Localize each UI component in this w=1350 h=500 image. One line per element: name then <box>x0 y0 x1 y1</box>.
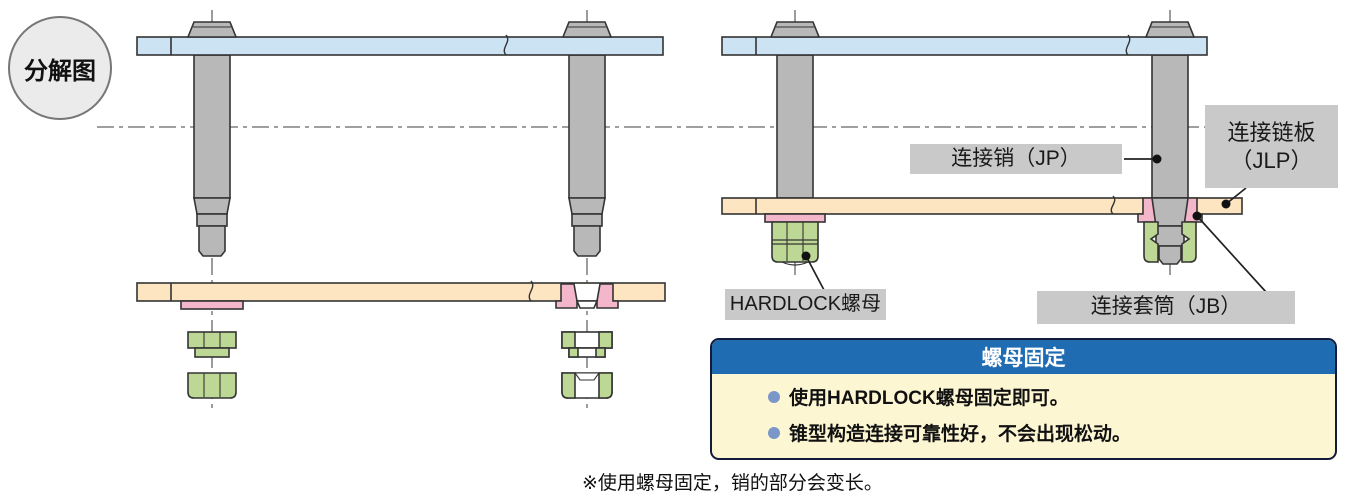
connecting-pin-label-text: 连接销（JP） <box>951 146 1081 170</box>
info-bullet-row: 锥型构造连接可靠性好，不会出现松动。 <box>768 419 1321 446</box>
pin-shaft <box>193 54 231 199</box>
leader-line-jb <box>1196 215 1267 293</box>
connecting-bushing-label: 连接套筒（JB） <box>1037 291 1295 324</box>
exploded-view-badge-label: 分解图 <box>24 57 96 85</box>
leader-dot-jb <box>1192 211 1202 221</box>
hardlock-convex-nut-section <box>561 331 613 358</box>
leader-line-hardlock <box>805 255 825 291</box>
top-link-plate <box>721 34 1208 56</box>
info-box-header: 螺母固定 <box>712 340 1335 374</box>
leader-dot-jlp <box>1221 199 1231 209</box>
pin-lower-section <box>1151 197 1189 265</box>
pin-shaft <box>1151 54 1189 199</box>
hardlock-nut-section <box>1143 221 1197 263</box>
pin-taper <box>568 197 606 215</box>
pin-neck <box>1155 225 1185 247</box>
footnote-text: ※使用螺母固定，销的部分会变长。 <box>582 473 883 494</box>
exploded-view-badge: 分解图 <box>8 16 112 120</box>
connecting-link-plate <box>136 280 666 302</box>
footnote: ※使用螺母固定，销的部分会变长。 <box>582 468 883 495</box>
pin-thread-tip <box>198 225 226 257</box>
pin-neck <box>196 213 228 227</box>
break-line <box>503 34 509 56</box>
exploded-view <box>136 21 666 399</box>
bushing-bore <box>575 300 599 309</box>
info-box-body: 使用HARDLOCK螺母固定即可。 锥型构造连接可靠性好，不会出现松动。 <box>712 374 1335 446</box>
connecting-link-plate <box>721 195 1243 215</box>
connecting-link-plate-label: 连接链板 （JLP） <box>1205 105 1338 188</box>
assembled-view <box>721 21 1243 266</box>
pin-head <box>186 21 238 38</box>
pin-taper <box>193 197 231 215</box>
info-box-title: 螺母固定 <box>981 347 1066 370</box>
nut-fixing-info-box: 螺母固定 使用HARDLOCK螺母固定即可。 锥型构造连接可靠性好，不会出现松动… <box>710 338 1337 460</box>
bushing-flange <box>764 213 826 223</box>
bullet-dot-icon <box>768 426 780 439</box>
leader-lines <box>801 154 1267 293</box>
break-line <box>1110 195 1116 215</box>
pin-shaft <box>568 54 606 199</box>
hardlock-convex-nut <box>187 331 237 358</box>
leader-dot-hardlock <box>801 251 811 261</box>
connecting-pin <box>774 54 816 199</box>
bushing-half <box>596 283 619 309</box>
bushing-half <box>555 283 578 309</box>
top-link-plate <box>136 34 664 56</box>
pin-head <box>561 21 613 38</box>
info-bullet-text: 锥型构造连接可靠性好，不会出现松动。 <box>789 424 1132 445</box>
bullet-dot-icon <box>768 390 780 403</box>
info-bullet-text: 使用HARDLOCK螺母固定即可。 <box>789 388 1069 409</box>
connecting-link-plate-label-line2: （JLP） <box>1230 147 1313 173</box>
leader-dot-jp <box>1152 154 1162 164</box>
connecting-bushing-label-text: 连接套筒（JB） <box>1090 295 1242 319</box>
hardlock-nut-assembled <box>771 221 819 266</box>
hardlock-nut-label-text: HARDLOCK螺母 <box>729 293 882 315</box>
connecting-pin <box>191 54 233 257</box>
connecting-link-plate-label-line1: 连接链板 <box>1227 120 1316 145</box>
connecting-pin <box>566 54 608 257</box>
pin-head <box>1144 21 1196 38</box>
info-bullet-row: 使用HARDLOCK螺母固定即可。 <box>768 383 1321 410</box>
bushing-section <box>555 283 619 309</box>
hardlock-nut-label: HARDLOCK螺母 <box>725 289 886 320</box>
hardlock-concave-nut <box>187 372 237 399</box>
pin-shaft <box>776 54 814 199</box>
break-line <box>1125 34 1131 56</box>
hardlock-concave-nut-section <box>561 372 613 399</box>
break-line <box>528 280 534 302</box>
connecting-pin-label: 连接销（JP） <box>910 144 1122 174</box>
connecting-pin <box>1149 54 1191 199</box>
pin-thread-tip <box>1158 245 1182 265</box>
pin-neck <box>571 213 603 227</box>
bushing-flange <box>180 300 244 310</box>
pin-thread-tip <box>573 225 601 257</box>
pin-head <box>769 21 821 38</box>
